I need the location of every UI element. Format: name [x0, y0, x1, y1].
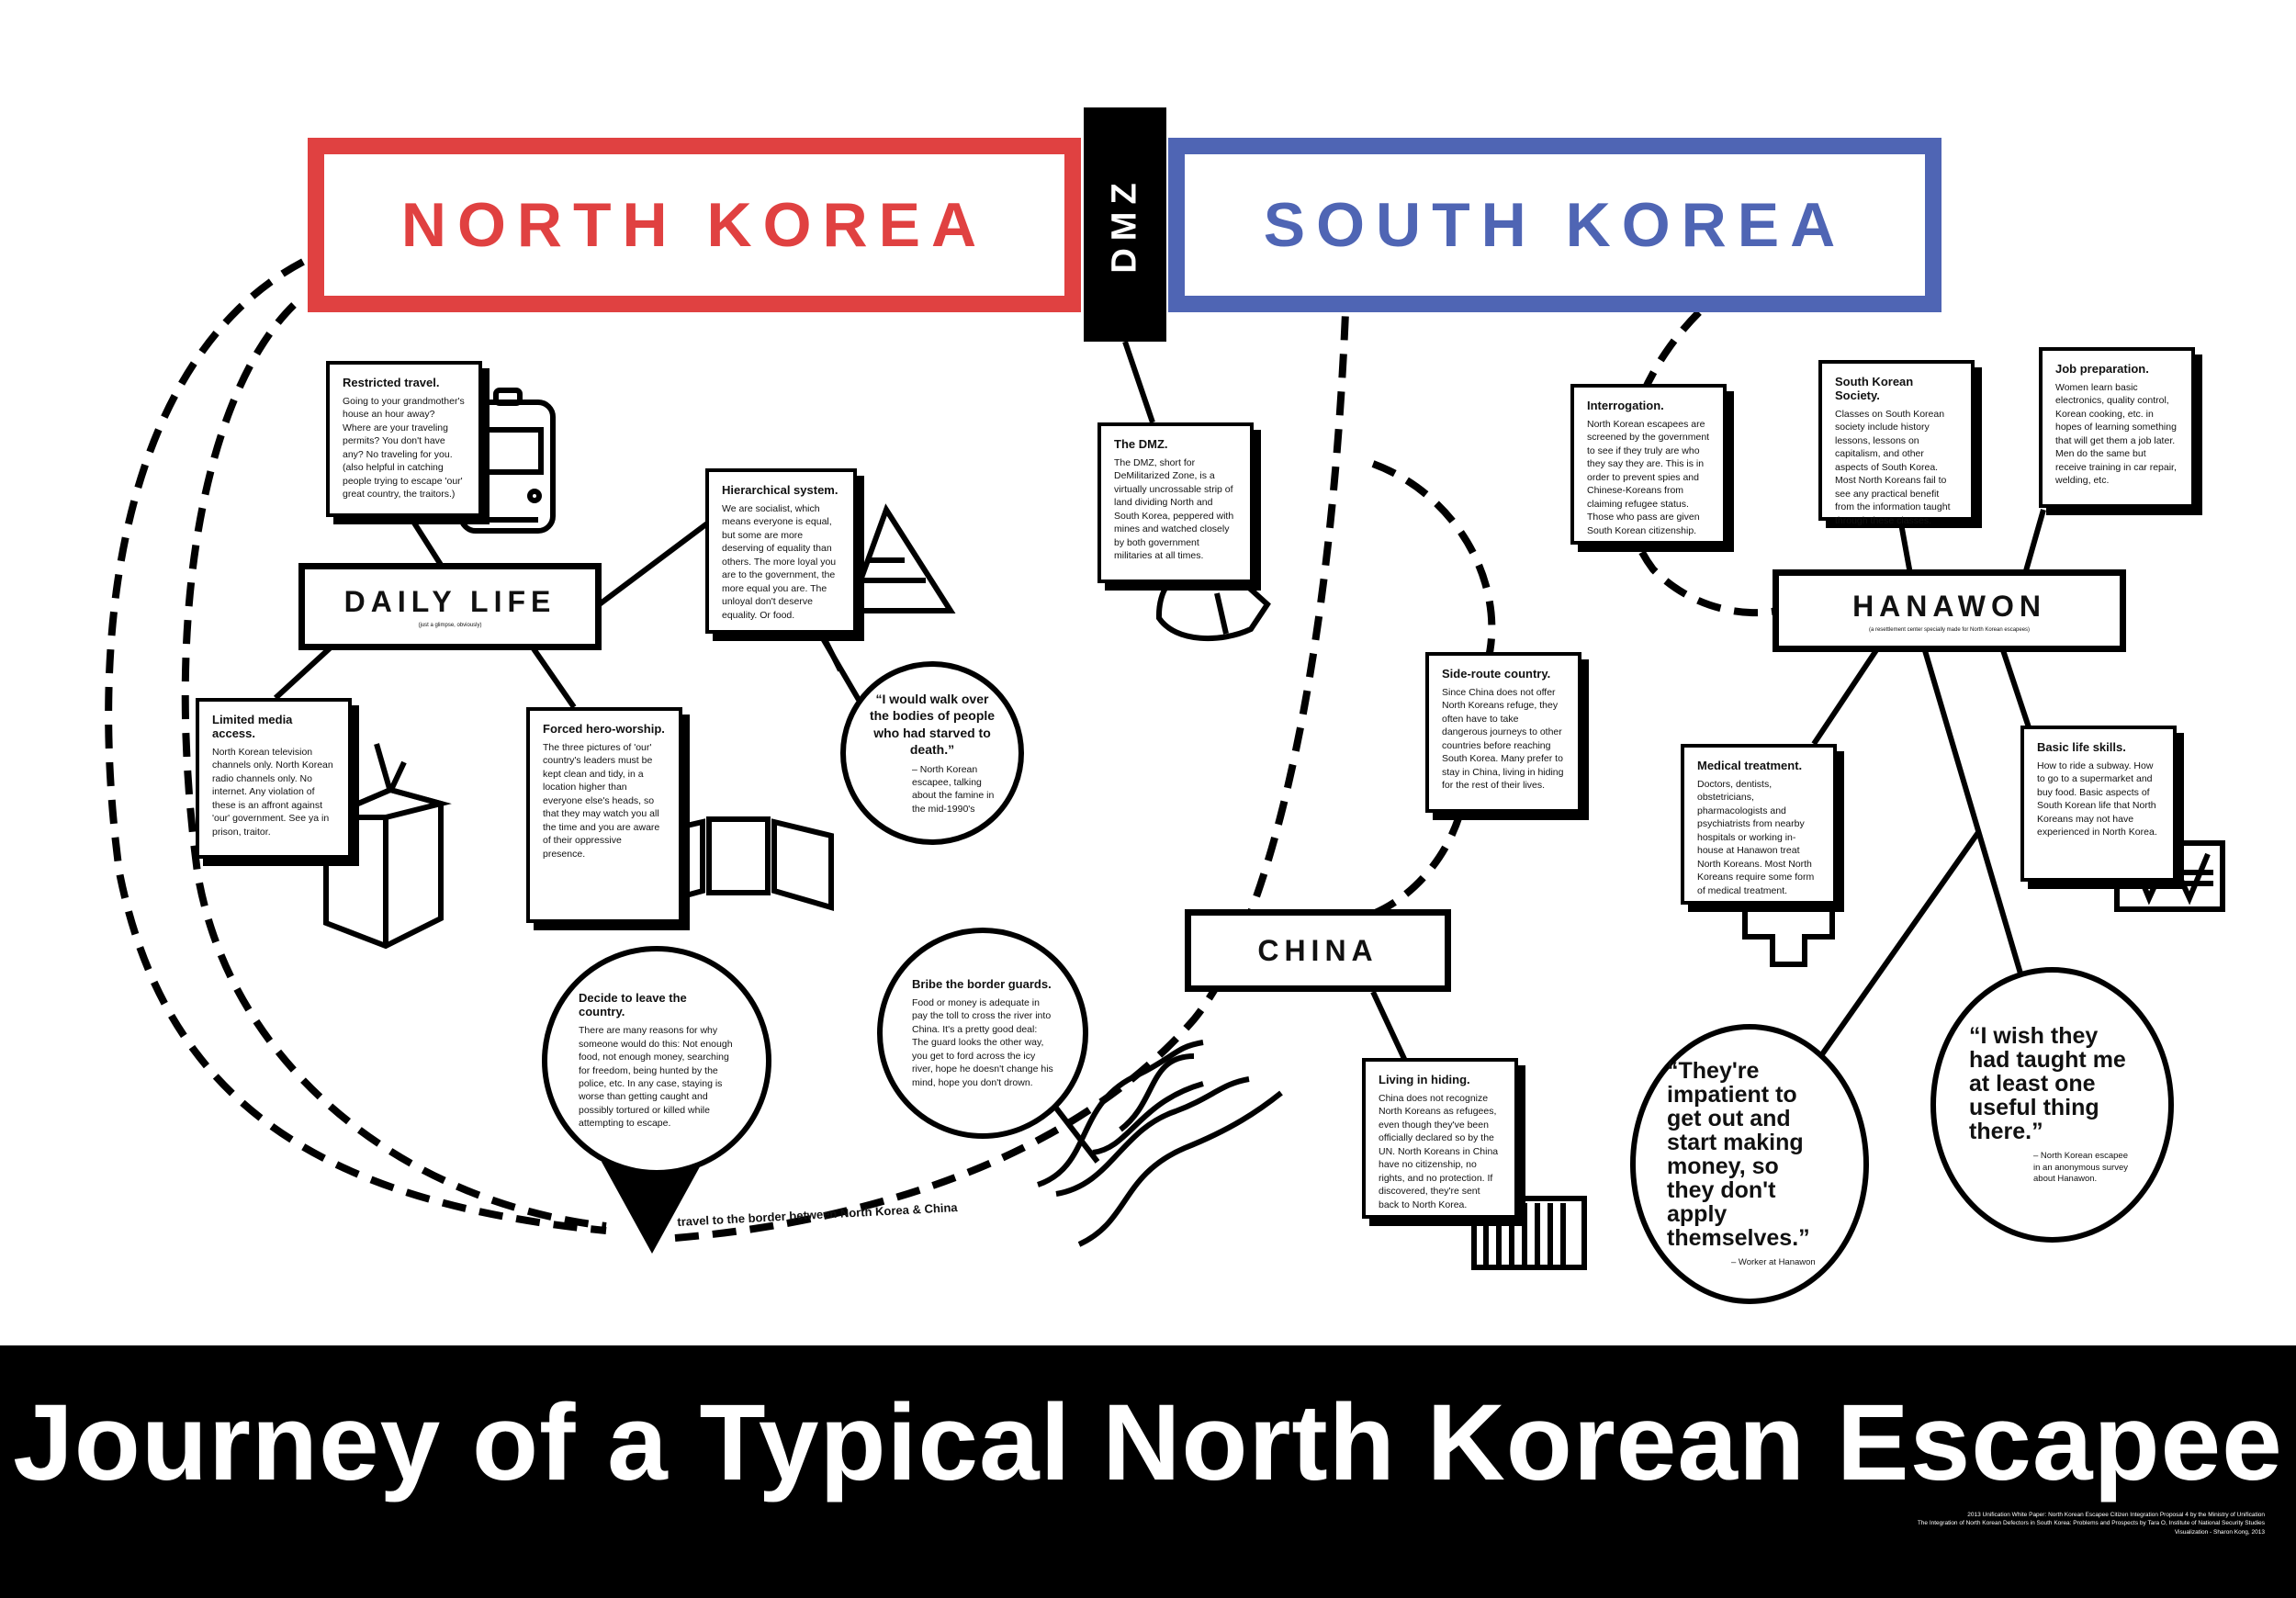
- credit-line: The Integration of North Korean Defector…: [1917, 1520, 2265, 1527]
- box-title: South Korean Society.: [1835, 375, 1914, 402]
- credits: 2013 Unification White Paper: North Kore…: [1918, 1511, 2265, 1536]
- north-korea-label: NORTH KOREA: [400, 190, 988, 260]
- poster-title: Journey of a Typical North Korean Escape…: [13, 1382, 2283, 1503]
- quote-attribution: – North Korean escapee in an anonymous s…: [2033, 1150, 2128, 1185]
- the-dmz-box: The DMZ. The DMZ, short for DeMilitarize…: [1097, 422, 1254, 583]
- living-in-hiding-box: Living in hiding. China does not recogni…: [1362, 1058, 1518, 1219]
- box-title: The DMZ.: [1114, 437, 1168, 451]
- journey-dashed-paths: [105, 258, 1778, 1242]
- box-title: Interrogation.: [1587, 399, 1664, 412]
- limited-media-box: Limited media access. North Korean telev…: [196, 698, 352, 859]
- north-korea-banner: NORTH KOREA: [308, 138, 1081, 312]
- quote-text: “I would walk over the bodies of people …: [869, 692, 996, 757]
- credit-line: Visualization - Sharon Kong, 2013: [2174, 1528, 2265, 1536]
- medical-treatment-box: Medical treatment. Doctors, dentists, ob…: [1681, 744, 1837, 905]
- box-body: Since China does not offer North Koreans…: [1442, 687, 1564, 792]
- quote-text: “They're impatient to get out and start …: [1667, 1058, 1810, 1252]
- basic-life-skills-box: Basic life skills. How to ride a subway.…: [2020, 726, 2177, 882]
- hierarchical-system-box: Hierarchical system. We are socialist, w…: [705, 468, 857, 634]
- hanawon-hub: HANAWON (a resettlement center specially…: [1773, 569, 2126, 652]
- circle-body: There are many reasons for why someone w…: [579, 1025, 733, 1130]
- box-body: We are socialist, which means everyone i…: [722, 503, 837, 621]
- decide-leave-circle: Decide to leave the country. There are m…: [542, 946, 771, 1176]
- arrow-down-icon: [602, 1162, 703, 1254]
- impatient-quote-circle: “They're impatient to get out and start …: [1630, 1024, 1869, 1304]
- box-body: The DMZ, short for DeMilitarized Zone, i…: [1114, 457, 1234, 562]
- starved-quote-circle: “I would walk over the bodies of people …: [840, 661, 1024, 845]
- south-korea-label: SOUTH KOREA: [1263, 190, 1847, 260]
- job-preparation-box: Job preparation. Women learn basic elect…: [2039, 347, 2195, 508]
- river-icon: [1037, 1040, 1283, 1247]
- south-korea-banner: SOUTH KOREA: [1168, 138, 1941, 312]
- quote-text: “I wish they had taught me at least one …: [1969, 1022, 2126, 1144]
- box-body: North Korean television channels only. N…: [212, 747, 333, 838]
- box-body: How to ride a subway. How to go to a sup…: [2037, 760, 2157, 838]
- box-title: Hierarchical system.: [722, 483, 838, 497]
- box-title: Medical treatment.: [1697, 759, 1803, 772]
- daily-life-hub: DAILY LIFE (just a glimpse, obviously): [298, 563, 602, 650]
- side-route-box: Side-route country. Since China does not…: [1425, 652, 1581, 813]
- box-body: Classes on South Korean society include …: [1835, 409, 1951, 526]
- box-body: Doctors, dentists, obstetricians, pharma…: [1697, 779, 1815, 896]
- hanawon-subtitle: (a resettlement center specially made fo…: [1868, 626, 2031, 633]
- daily-life-subtitle: (just a glimpse, obviously): [418, 623, 482, 628]
- credit-line: 2013 Unification White Paper: North Kore…: [1967, 1512, 2265, 1518]
- box-title: Job preparation.: [2055, 362, 2149, 376]
- daily-life-label: DAILY LIFE: [343, 585, 557, 618]
- bribe-guards-circle: Bribe the border guards. Food or money i…: [877, 928, 1088, 1139]
- footer-banner: Journey of a Typical North Korean Escape…: [0, 1345, 2296, 1598]
- circle-body: Food or money is adequate in pay the tol…: [912, 996, 1053, 1088]
- quote-attribution: – Worker at Hanawon: [1731, 1257, 1816, 1268]
- box-body: North Korean escapees are screened by th…: [1587, 419, 1710, 536]
- dmz-banner: DMZ: [1084, 107, 1166, 342]
- dmz-label: DMZ: [1105, 175, 1144, 274]
- south-korean-society-box: South Korean Society. Classes on South K…: [1818, 360, 1975, 526]
- box-title: Basic life skills.: [2037, 740, 2126, 754]
- box-body: China does not recognize North Koreans a…: [1379, 1093, 1499, 1210]
- hanawon-label: HANAWON: [1852, 589, 2046, 623]
- box-body: The three pictures of 'our' country's le…: [543, 742, 660, 860]
- box-body: Going to your grandmother's house an hou…: [343, 396, 465, 501]
- interrogation-box: Interrogation. North Korean escapees are…: [1570, 384, 1727, 545]
- box-title: Forced hero-worship.: [543, 722, 665, 736]
- china-hub: CHINA: [1185, 909, 1451, 992]
- restricted-travel-box: Restricted travel. Going to your grandmo…: [326, 361, 482, 517]
- quote-attribution: – North Korean escapee, talking about th…: [912, 764, 995, 815]
- medical-cross-icon: [1742, 874, 1835, 967]
- hero-worship-box: Forced hero-worship. The three pictures …: [526, 707, 682, 923]
- china-label: CHINA: [1257, 933, 1379, 967]
- pyramid-icon: [845, 503, 956, 613]
- solid-connectors: [273, 341, 2046, 1164]
- circle-title: Bribe the border guards.: [912, 976, 1052, 991]
- box-title: Restricted travel.: [343, 376, 440, 389]
- useful-thing-quote-circle: “I wish they had taught me at least one …: [1930, 967, 2174, 1243]
- box-title: Limited media access.: [212, 713, 293, 740]
- circle-title: Decide to leave the country.: [579, 991, 687, 1019]
- box-title: Side-route country.: [1442, 667, 1551, 681]
- box-title: Living in hiding.: [1379, 1073, 1470, 1086]
- box-body: Women learn basic electronics, quality c…: [2055, 382, 2177, 487]
